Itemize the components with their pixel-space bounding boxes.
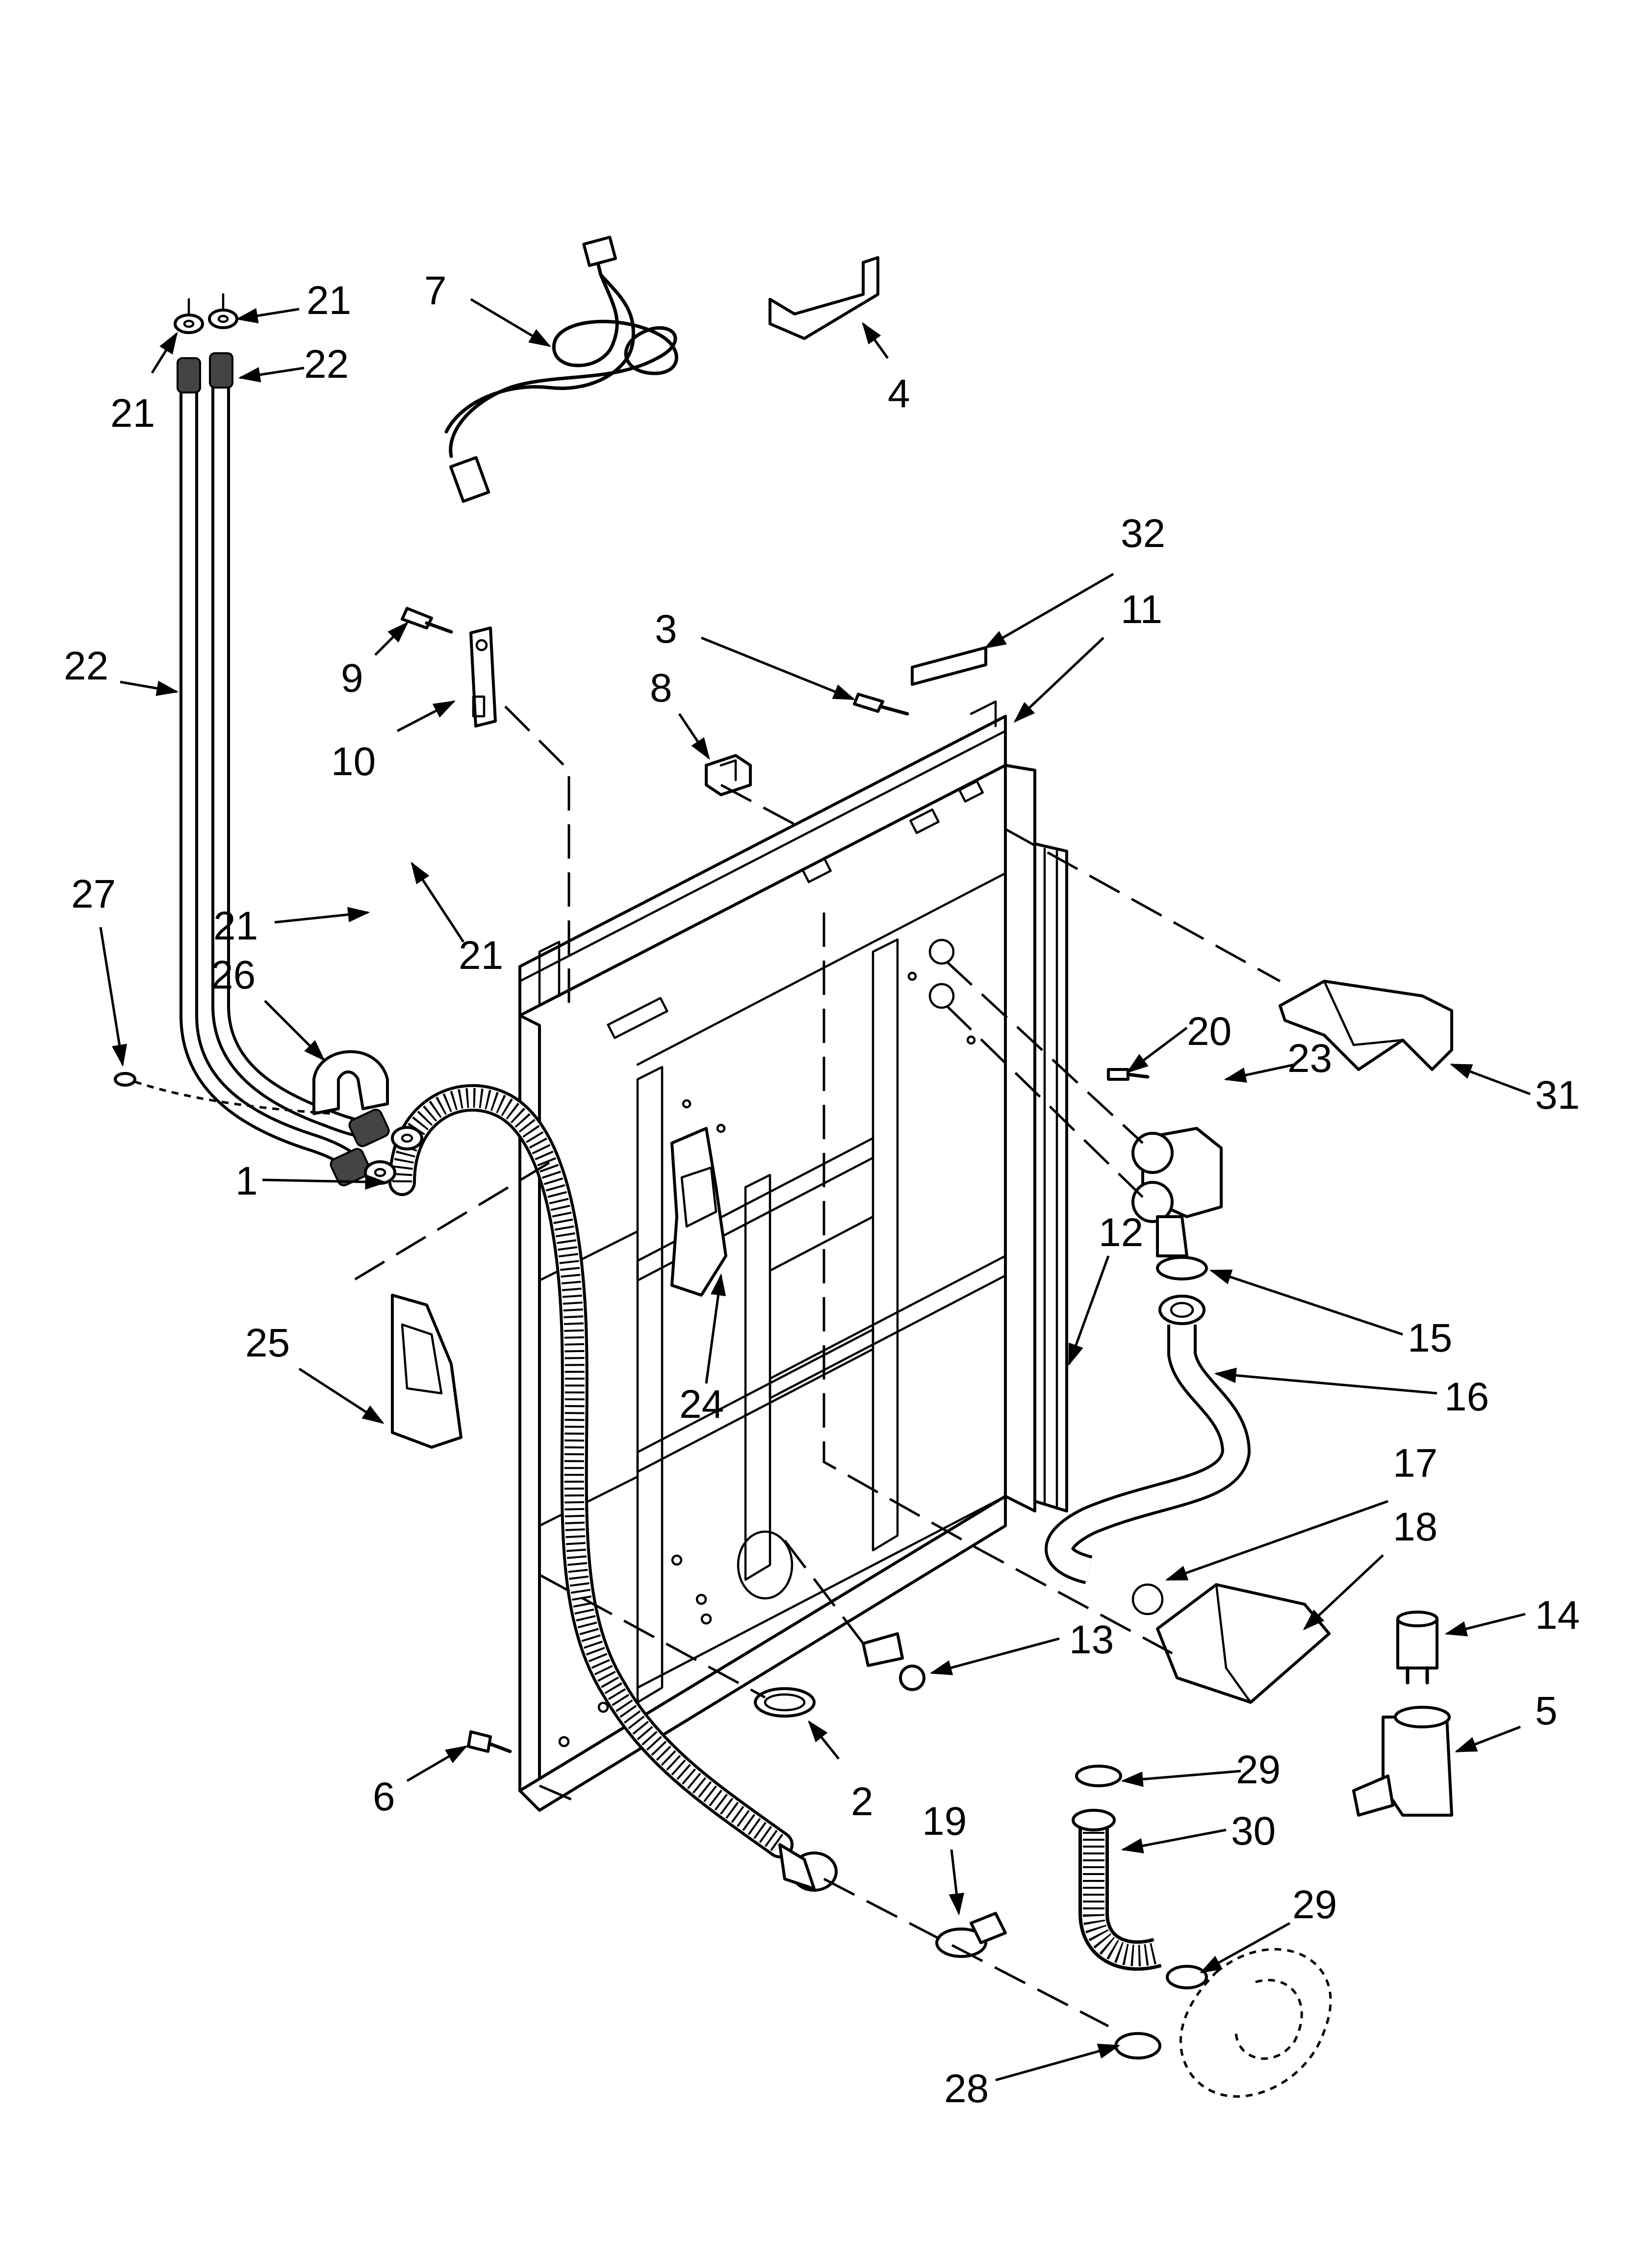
part-label-6: 6: [373, 1774, 395, 1819]
leader-arrows: [99, 298, 1531, 2082]
part-32: [911, 646, 987, 686]
part-label-27: 27: [71, 872, 116, 916]
cover-26: [312, 1050, 389, 1115]
part-label-23: 23: [1287, 1036, 1332, 1081]
part-label-2: 2: [851, 1779, 873, 1824]
power-cord: [444, 235, 678, 503]
part-label-22-b: 22: [64, 644, 108, 688]
clamp-28: [1114, 2032, 1161, 2059]
screw-6: [467, 1730, 512, 1753]
water-valve: [1107, 1068, 1223, 1257]
inlet-hoses: [177, 352, 390, 1187]
clamp-2: [754, 1687, 816, 1718]
cover-31: [1279, 980, 1453, 1071]
part-label-21-a: 21: [307, 278, 351, 323]
screw-3: [853, 693, 909, 716]
part-label-31: 31: [1535, 1073, 1580, 1118]
part-label-22-a: 22: [304, 342, 349, 387]
part-label-8: 8: [650, 666, 672, 710]
part-label-15: 15: [1408, 1316, 1452, 1360]
part-label-20: 20: [1187, 1009, 1232, 1054]
plug-13: [862, 1632, 925, 1691]
part-label-26: 26: [211, 953, 256, 997]
inlet-hose-assembly: [1045, 1256, 1251, 1616]
part-label-25: 25: [245, 1321, 290, 1365]
capacitor-14: [1396, 1611, 1438, 1685]
part-label-19: 19: [922, 1799, 967, 1844]
drain-hose: [388, 1084, 838, 1892]
part-label-21-d: 21: [459, 933, 503, 978]
part-label-29-b: 29: [1292, 1882, 1337, 1927]
part-label-21-b: 21: [110, 391, 155, 436]
part-label-24: 24: [679, 1382, 724, 1427]
part-label-11: 11: [1121, 587, 1162, 632]
clip-19: [935, 1912, 1007, 1958]
tie-27: [114, 1072, 334, 1115]
bracket-25: [391, 1294, 462, 1449]
part-label-4: 4: [888, 371, 910, 416]
part-label-28: 28: [944, 2066, 989, 2111]
part-label-32: 32: [1121, 511, 1165, 556]
part-label-3: 3: [655, 607, 677, 652]
side-rail: [1033, 842, 1068, 1512]
part-label-12: 12: [1099, 1210, 1143, 1255]
part-label-7: 7: [424, 268, 447, 313]
strap-and-screw: [401, 607, 497, 728]
part-label-29-a: 29: [1236, 1747, 1281, 1792]
bracket-4: [769, 256, 879, 340]
part-label-10: 10: [331, 739, 376, 784]
part-label-21-c: 21: [213, 904, 258, 948]
assembly-lines: [352, 705, 1281, 2028]
part-label-30: 30: [1231, 1809, 1276, 1853]
part-label-17: 17: [1393, 1441, 1437, 1486]
part-label-18: 18: [1393, 1505, 1437, 1549]
pump-5: [1352, 1706, 1453, 1817]
dispenser-18: [1156, 1583, 1331, 1704]
part-label-16: 16: [1444, 1375, 1489, 1419]
part-number-labels: 1 2 3 4 5 6 7 8 9 10 11 12 13 14 15 16 1…: [64, 268, 1580, 2111]
part-label-1: 1: [235, 1159, 258, 1203]
part-label-13: 13: [1069, 1617, 1114, 1662]
clip-8: [705, 754, 752, 796]
part-label-14: 14: [1535, 1593, 1580, 1638]
part-label-5: 5: [1535, 1689, 1558, 1733]
part-label-9: 9: [341, 656, 363, 701]
